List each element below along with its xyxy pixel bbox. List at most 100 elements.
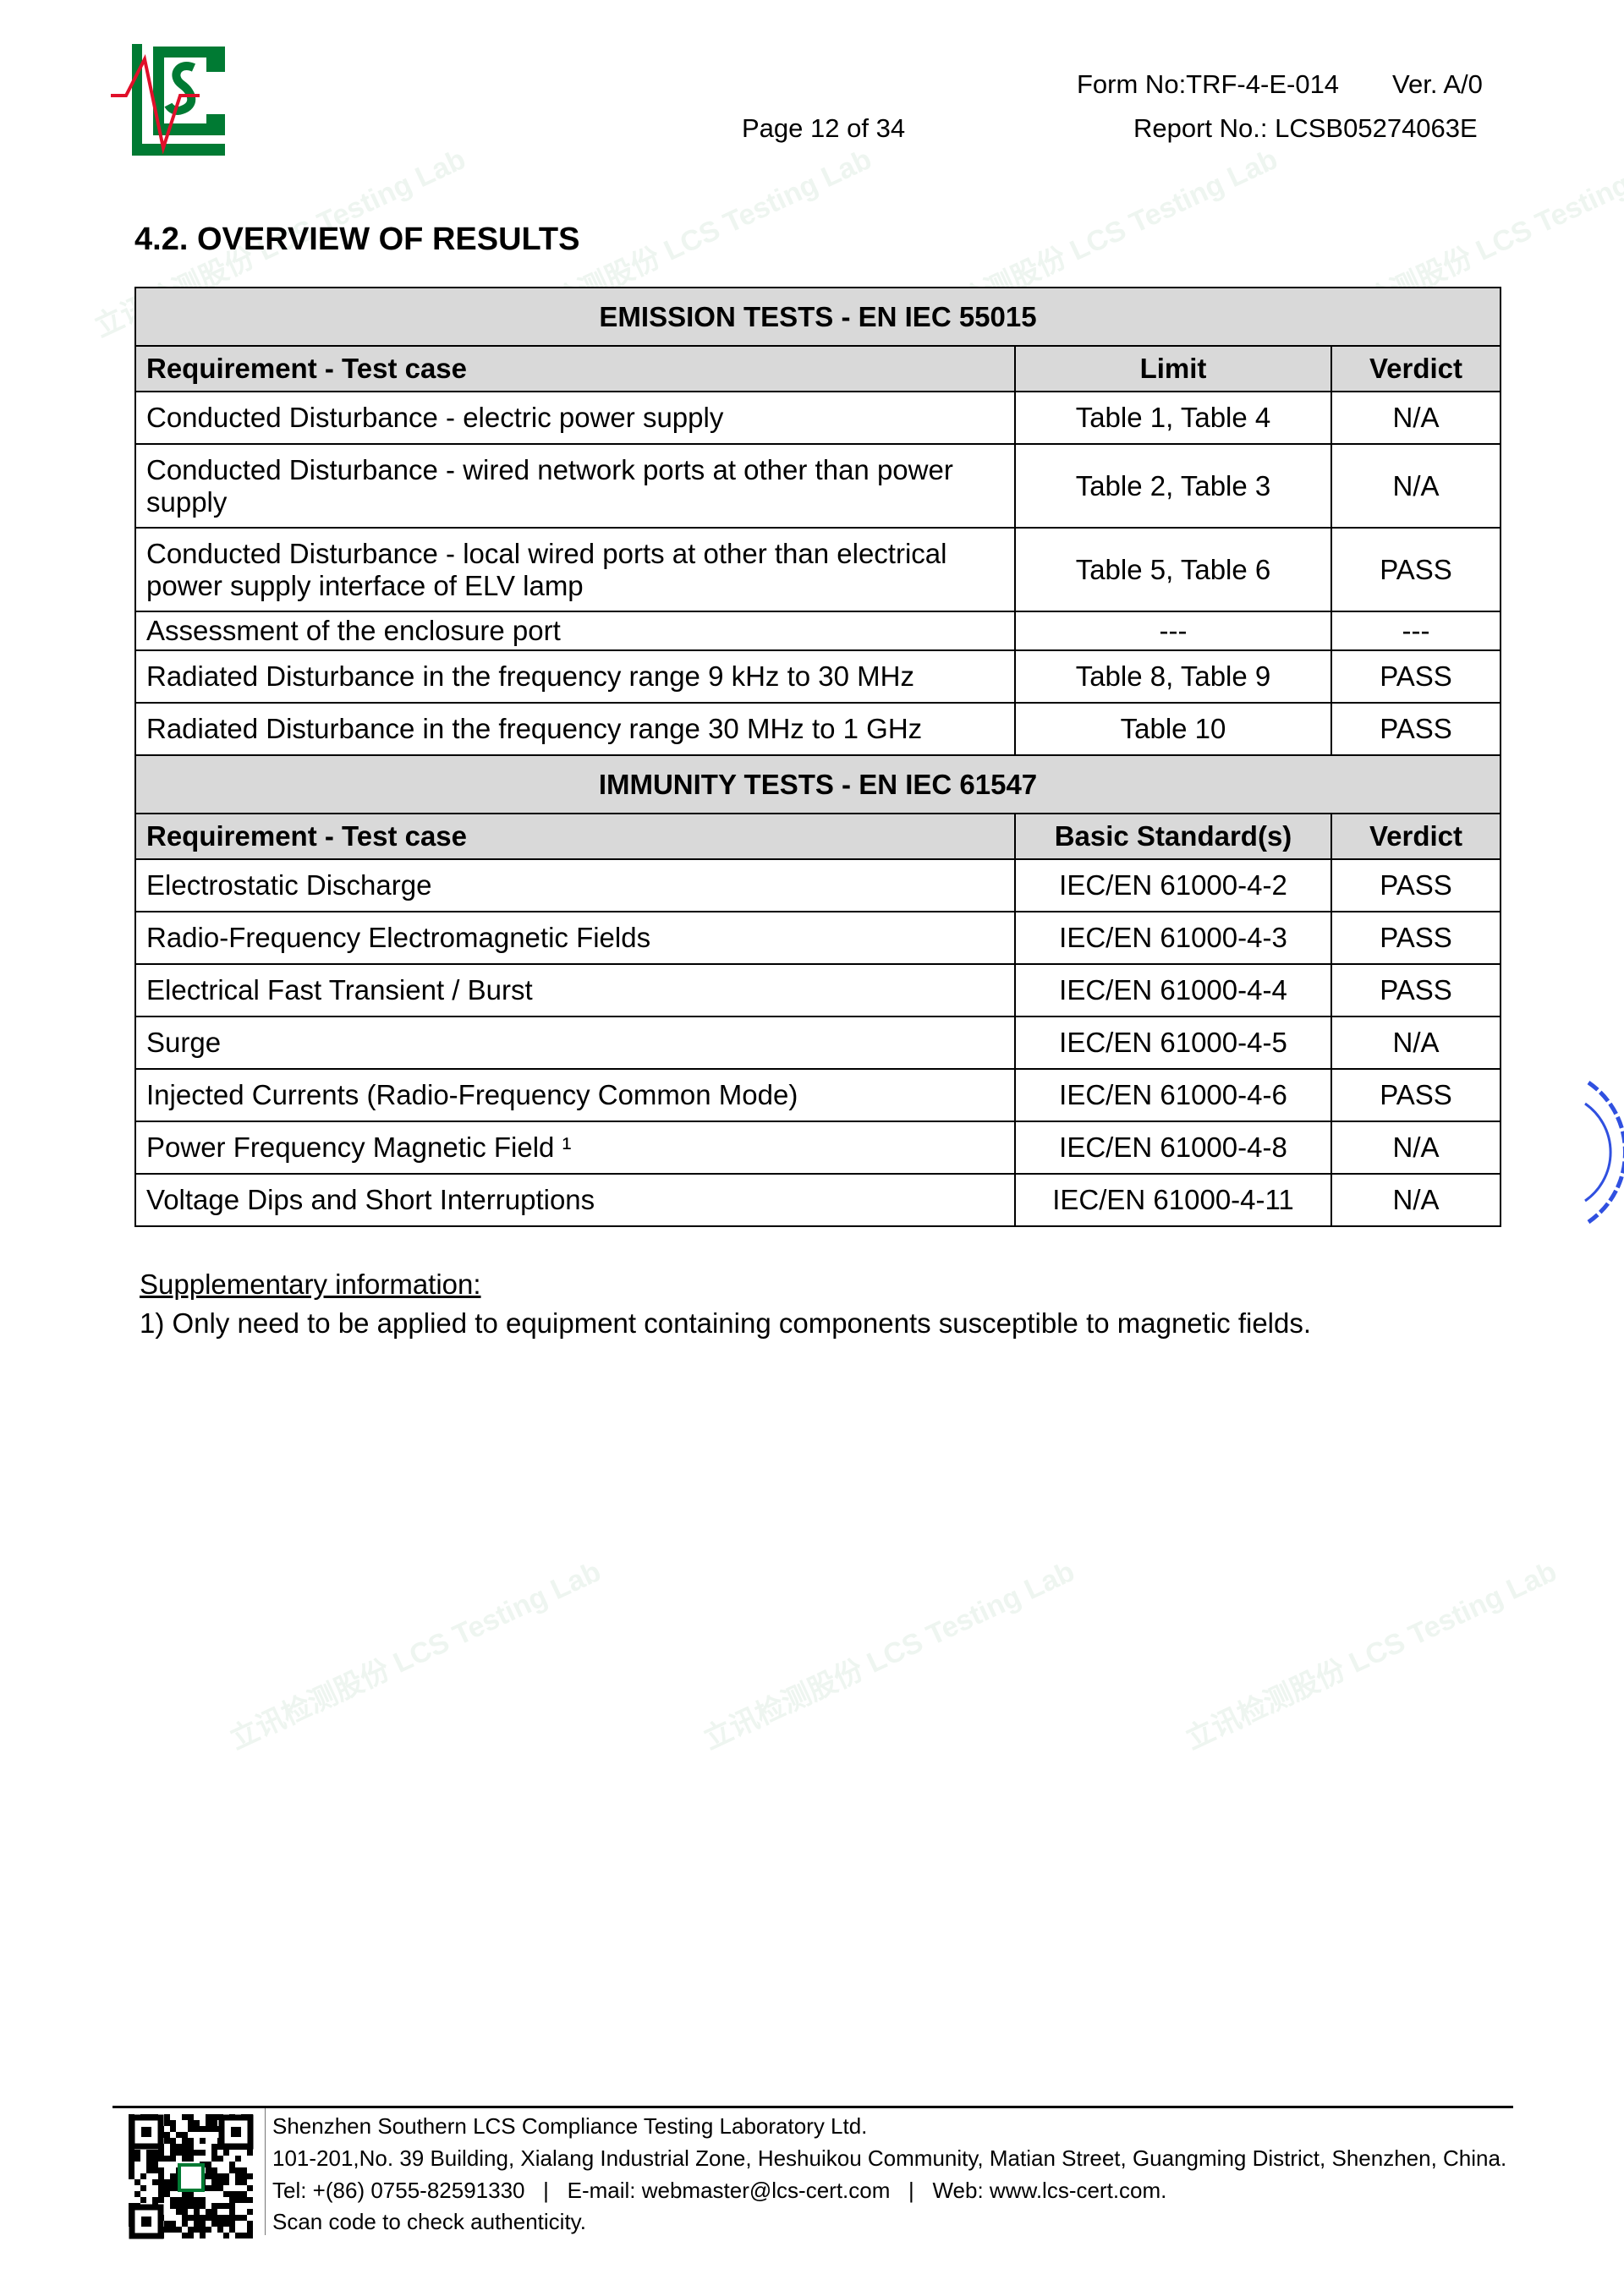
qr-module [158,2191,164,2197]
qr-module [170,2227,176,2233]
qr-module [176,2203,182,2209]
qr-module [229,2197,235,2203]
test-case: Conducted Disturbance - local wired port… [134,527,1016,612]
qr-module [200,2126,206,2132]
verdict: --- [1330,611,1501,651]
table-row: Radiated Disturbance in the frequency ra… [134,649,1501,704]
qr-module [194,2126,200,2132]
qr-module [170,2179,176,2185]
qr-module [182,2215,188,2221]
table-row: Conducted Disturbance - electric power s… [134,391,1501,445]
qr-module [235,2179,241,2185]
qr-module [158,2156,164,2162]
qr-module [206,2227,211,2233]
verdict: PASS [1330,911,1501,965]
verdict: PASS [1330,702,1501,756]
qr-module [229,2191,235,2197]
qr-module [211,2167,217,2173]
qr-module [241,2191,247,2197]
qr-module [170,2150,176,2156]
qr-module [146,2156,152,2162]
qr-module [223,2191,229,2197]
qr-module [188,2120,194,2126]
qr-module [129,2167,134,2173]
qr-module [164,2191,170,2197]
qr-module [152,2197,158,2203]
column-header: Basic Standard(s) [1014,813,1332,860]
qr-module [164,2156,170,2162]
verdict: N/A [1330,1121,1501,1175]
qr-module [188,2191,194,2197]
qr-module [247,2173,253,2179]
qr-module [217,2221,223,2227]
qr-module [206,2209,211,2215]
qr-module [241,2215,247,2221]
qr-module [211,2221,217,2227]
qr-module [188,2150,194,2156]
qr-module [194,2203,200,2209]
qr-module [134,2150,140,2156]
qr-module [176,2144,182,2150]
qr-module [211,2120,217,2126]
qr-module [188,2203,194,2209]
qr-module [164,2227,170,2233]
qr-module [164,2138,170,2144]
qr-module [194,2150,200,2156]
footer-company: Shenzhen Southern LCS Compliance Testing… [272,2113,868,2139]
test-case: Injected Currents (Radio-Frequency Commo… [134,1068,1016,1122]
qr-module [134,2179,140,2185]
qr-module [170,2221,176,2227]
qr-module [164,2185,170,2191]
qr-module [188,2126,194,2132]
qr-module [182,2233,188,2238]
qr-module [206,2173,211,2179]
qr-module [152,2179,158,2185]
table-row: Injected Currents (Radio-Frequency Commo… [134,1068,1501,1122]
qr-module [182,2144,188,2150]
qr-module [235,2215,241,2221]
qr-module [152,2156,158,2162]
qr-module [206,2114,211,2120]
qr-module [229,2221,235,2227]
qr-module [164,2120,170,2126]
qr-module [235,2191,241,2197]
qr-module [200,2215,206,2221]
qr-module [223,2221,229,2227]
qr-module [217,2203,223,2209]
verdict: N/A [1330,1173,1501,1227]
qr-module [206,2120,211,2126]
qr-module [211,2144,217,2150]
qr-module [170,2173,176,2179]
qr-module [217,2156,223,2162]
test-case: Voltage Dips and Short Interruptions [134,1173,1016,1227]
qr-module [182,2132,188,2138]
qr-module [241,2167,247,2173]
test-case: Surge [134,1016,1016,1070]
qr-module [223,2215,229,2221]
basic-standard: IEC/EN 61000-4-4 [1014,963,1332,1017]
qr-module [194,2215,200,2221]
qr-module [188,2114,194,2120]
table-row: Conducted Disturbance - local wired port… [134,527,1501,612]
qr-module [229,2167,235,2173]
qr-module [170,2185,176,2191]
column-header: Requirement - Test case [134,813,1016,860]
basic-standard: IEC/EN 61000-4-6 [1014,1068,1332,1122]
basic-standard: IEC/EN 61000-4-11 [1014,1173,1332,1227]
qr-module [188,2156,194,2162]
qr-module [158,2185,164,2191]
qr-module [176,2132,182,2138]
qr-module [146,2150,152,2156]
watermark: 立讯检测股份 LCS Testing Lab [1180,1555,1562,1756]
watermark: 立讯检测股份 LCS Testing Lab [224,1555,606,1756]
qr-module [241,2197,247,2203]
qr-module [176,2209,182,2215]
qr-module [235,2233,241,2238]
qr-module [129,2173,134,2179]
column-header: Limit [1014,345,1332,392]
qr-module [129,2150,134,2156]
